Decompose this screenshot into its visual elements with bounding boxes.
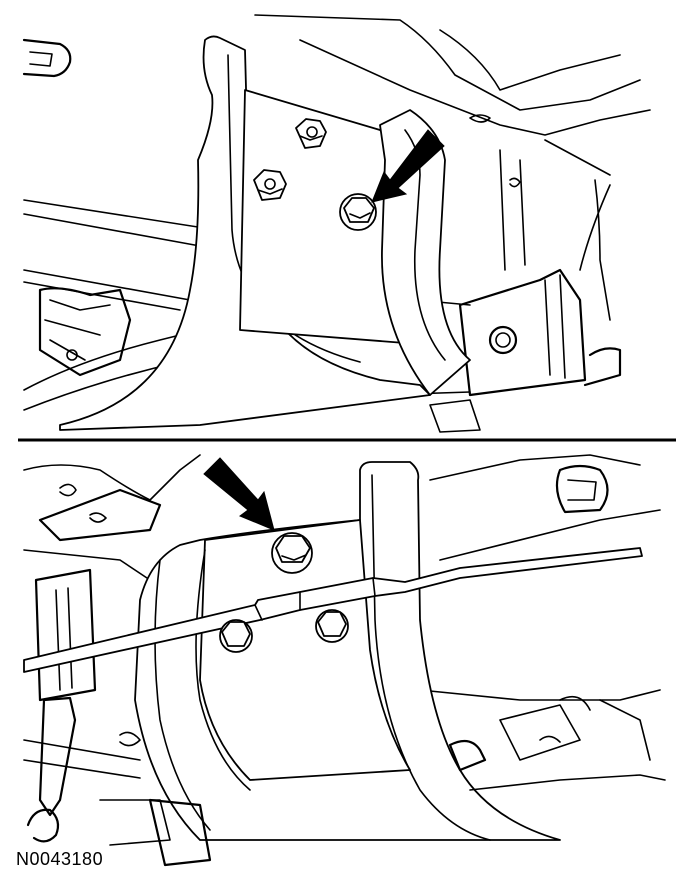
bolt-lower-target xyxy=(271,532,313,574)
bolt-lower-2 xyxy=(219,619,253,653)
upper-view-panel xyxy=(22,14,651,433)
bolt-lower-3 xyxy=(315,609,349,643)
bolt-upper-2 xyxy=(253,169,287,201)
bolt-upper-target xyxy=(339,193,377,231)
arrow-icon xyxy=(203,457,275,531)
arrow-icon xyxy=(371,129,445,203)
bolt-upper-1 xyxy=(295,118,327,149)
lower-view-panel xyxy=(23,454,666,867)
figure-id-label: N0043180 xyxy=(16,849,104,869)
